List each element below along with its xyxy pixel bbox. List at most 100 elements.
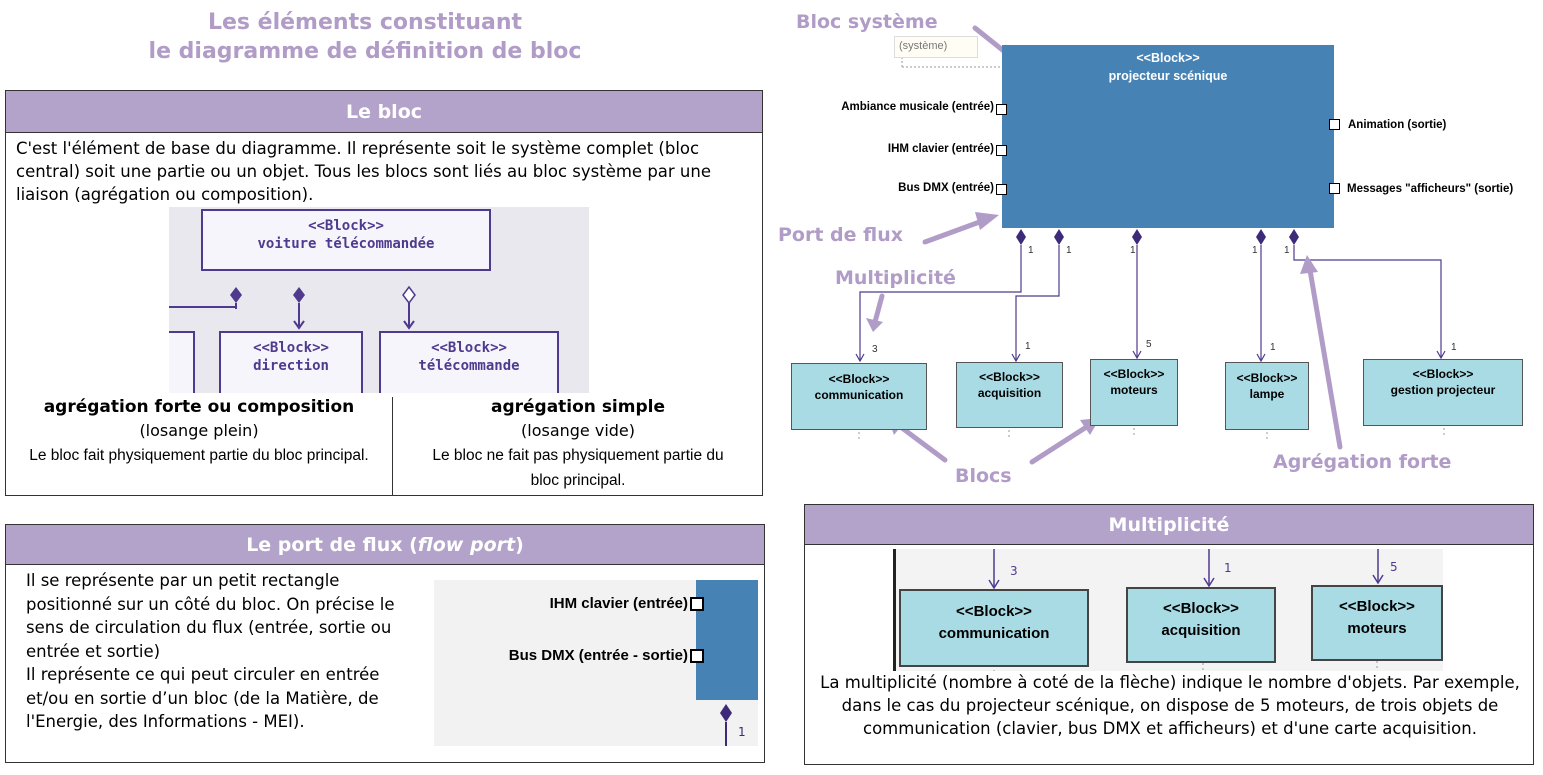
block-direction: <<Block>> direction bbox=[219, 331, 363, 393]
aggregation-legend: agrégation simple (losange vide) Le bloc… bbox=[392, 395, 764, 493]
bloc-panel: Le bloc C'est l'élément de base du diagr… bbox=[5, 90, 763, 496]
block-name: télécommande bbox=[418, 358, 520, 374]
composition-diamond bbox=[293, 287, 305, 303]
block-stereotype: <<Block>> bbox=[956, 603, 1032, 620]
mult-number: 1 bbox=[1224, 561, 1232, 575]
block-lampe: <<Block>> lampe bbox=[1225, 362, 1309, 430]
label-bloc-systeme: Bloc système bbox=[796, 11, 938, 33]
bloc-panel-header: Le bloc bbox=[6, 91, 762, 133]
port-header-prefix: Le port de flux ( bbox=[246, 534, 418, 556]
label-multiplicite: Multiplicité bbox=[835, 267, 956, 289]
block-gestion: <<Block>> gestion projecteur bbox=[1363, 359, 1523, 426]
legend-divider bbox=[392, 397, 393, 496]
port-panel-header: Le port de flux (flow port) bbox=[6, 525, 764, 565]
mult-arrows bbox=[988, 549, 1384, 671]
block-stereotype: <<Block>> bbox=[1103, 367, 1165, 381]
composition-subtitle: (losange plein) bbox=[139, 421, 259, 440]
block-name: acquisition bbox=[1161, 622, 1241, 639]
port-text-2: Il représente ce qui peut circuler en en… bbox=[26, 665, 380, 731]
mult-number: 3 bbox=[1010, 564, 1018, 578]
block-stereotype: <<Block>> bbox=[431, 340, 507, 356]
bloc-panel-text: C'est l'élément de base du diagramme. Il… bbox=[16, 139, 711, 204]
block-communication: <<Block>> communication bbox=[791, 363, 927, 430]
block-name: lampe bbox=[1249, 387, 1285, 401]
block-mult: 1 bbox=[1451, 342, 1457, 353]
port-square-2 bbox=[690, 649, 704, 663]
block-voiture: <<Block>> voiture télécommandée bbox=[201, 209, 491, 271]
system-tag: (système) bbox=[894, 36, 978, 58]
page-title-line2: le diagramme de définition de bloc bbox=[148, 39, 582, 64]
top-mult: 1 bbox=[1066, 245, 1072, 256]
aggregation-diamond bbox=[402, 285, 416, 305]
top-mult: 1 bbox=[1130, 245, 1136, 256]
block-name: voiture télécommandée bbox=[257, 236, 435, 252]
top-mult: 1 bbox=[1028, 245, 1034, 256]
aggregation-desc: Le bloc ne fait pas physiquement partie … bbox=[432, 447, 724, 489]
mult-number: 5 bbox=[1390, 560, 1398, 574]
port-mult: 1 bbox=[738, 725, 746, 739]
mult-block-acquisition: <<Block>> acquisition bbox=[1126, 587, 1276, 663]
block-mult: 5 bbox=[1146, 339, 1152, 350]
aggregation-subtitle: (losange vide) bbox=[521, 421, 635, 440]
port-square-1 bbox=[690, 597, 704, 611]
block-stereotype: <<Block>> bbox=[1339, 598, 1415, 615]
system-tag-label: (système) bbox=[899, 40, 948, 52]
port-ihm bbox=[996, 145, 1007, 156]
port-text-1: Il se représente par un petit rectangle … bbox=[26, 571, 395, 661]
aggregation-title: agrégation simple bbox=[490, 397, 666, 417]
port-header-suffix: ) bbox=[515, 534, 524, 556]
port-animation bbox=[1329, 119, 1340, 130]
block-stereotype: <<Block>> bbox=[253, 340, 329, 356]
mult-panel-header: Multiplicité bbox=[805, 505, 1533, 545]
block-name: gestion projecteur bbox=[1390, 383, 1496, 397]
page-title: Les éléments constituant le diagramme de… bbox=[60, 8, 670, 66]
mult-left-bar bbox=[893, 549, 896, 671]
mult-illustration: 3 1 5 <<Block>> communication <<Block>> … bbox=[893, 549, 1443, 671]
port-illustration: IHM clavier (entrée) Bus DMX (entrée - s… bbox=[434, 580, 758, 746]
bloc-diagram: <<Block>> voiture télécommandée <<Block>… bbox=[169, 207, 589, 393]
block-stereotype: <<Block>> bbox=[1163, 600, 1239, 617]
port-label-messages: Messages "afficheurs" (sortie) bbox=[1347, 183, 1514, 195]
composition-title: agrégation forte ou composition bbox=[43, 397, 355, 417]
port-ambiance bbox=[996, 104, 1007, 115]
composition-legend: agrégation forte ou composition (losange… bbox=[6, 395, 392, 468]
block-name: acquisition bbox=[977, 386, 1042, 400]
port-label-animation: Animation (sortie) bbox=[1348, 119, 1447, 131]
port-block-fragment bbox=[696, 580, 758, 700]
block-stereotype: <<Block>> bbox=[1236, 371, 1298, 385]
system-block-name: projecteur scénique bbox=[1108, 69, 1228, 83]
block-name: communication bbox=[814, 388, 904, 402]
top-mult: 1 bbox=[1284, 245, 1290, 256]
composition-diamond bbox=[230, 287, 242, 303]
block-stereotype: <<Block>> bbox=[1412, 367, 1474, 381]
block-name: moteurs bbox=[1110, 383, 1158, 397]
port-label-ihm: IHM clavier (entrée) bbox=[887, 143, 994, 155]
port-label-ambiance: Ambiance musicale (entrée) bbox=[841, 101, 994, 113]
top-mult: 1 bbox=[1252, 245, 1258, 256]
mult-panel-text: La multiplicité (nombre à coté de la flè… bbox=[820, 673, 1520, 738]
block-mult: 1 bbox=[1270, 342, 1276, 353]
bloc-diagram-links bbox=[169, 285, 416, 330]
mult-block-communication: <<Block>> communication bbox=[899, 589, 1089, 667]
label-port-de-flux: Port de flux bbox=[778, 224, 904, 246]
port-messages bbox=[1329, 183, 1340, 194]
port-diamond-link bbox=[720, 704, 732, 746]
block-mult: 3 bbox=[872, 344, 878, 355]
block-acquisition: <<Block>> acquisition bbox=[956, 362, 1063, 428]
system-block-stereotype: <<Block>> bbox=[1136, 51, 1200, 65]
port-header-italic: flow port bbox=[417, 534, 516, 556]
block-name: moteurs bbox=[1347, 620, 1407, 637]
port-dmx bbox=[996, 184, 1007, 195]
block-moteurs: <<Block>> moteurs bbox=[1090, 359, 1178, 426]
port-panel-text: Il se représente par un petit rectangle … bbox=[26, 569, 421, 734]
block-stereotype: <<Block>> bbox=[828, 372, 890, 386]
mult-block-moteurs: <<Block>> moteurs bbox=[1311, 585, 1443, 661]
port-label-1: IHM clavier (entrée) bbox=[549, 595, 688, 612]
port-panel: Le port de flux (flow port) Il se représ… bbox=[5, 524, 765, 763]
page-title-line1: Les éléments constituant bbox=[207, 10, 523, 35]
block-name: communication bbox=[938, 625, 1050, 642]
composition-desc: Le bloc fait physiquement partie du bloc… bbox=[29, 447, 369, 464]
port-label-2: Bus DMX (entrée - sortie) bbox=[508, 647, 688, 664]
block-name: direction bbox=[253, 358, 329, 374]
port-label-dmx: Bus DMX (entrée) bbox=[898, 182, 994, 194]
